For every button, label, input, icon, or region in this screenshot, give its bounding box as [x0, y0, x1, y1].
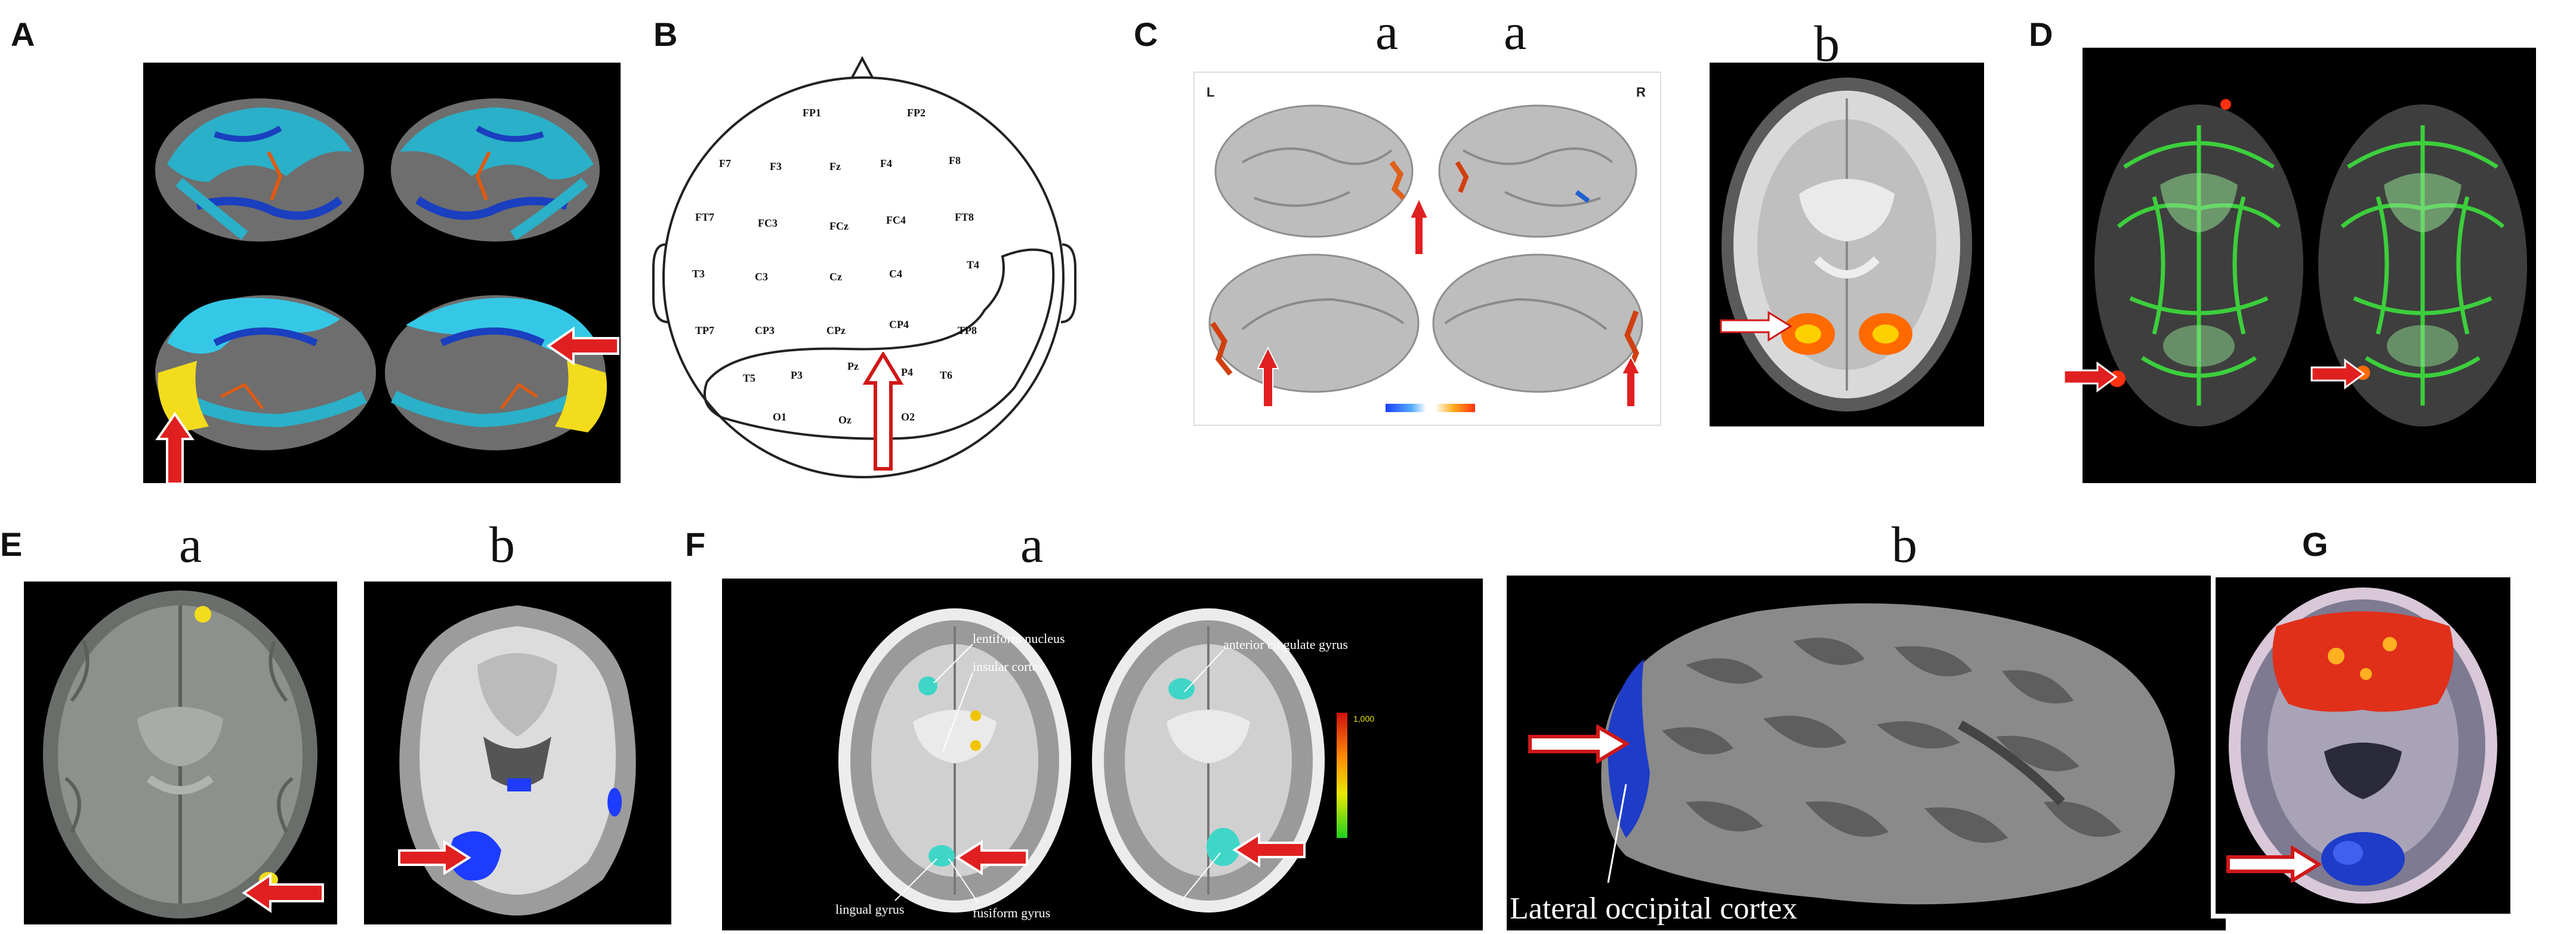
panel-label-c: C	[1134, 16, 1158, 53]
annotation-lingual-gyrus: lingual gyrus	[835, 902, 905, 917]
electrode-label-tp8: TP8	[958, 324, 977, 336]
activation-cluster	[1781, 313, 1912, 355]
panel-label-b: B	[653, 16, 678, 53]
electrode-label-oz: Oz	[838, 414, 852, 426]
electrode-label-t5: T5	[743, 372, 755, 384]
electrode-label-ft7: FT7	[695, 211, 714, 223]
activation-cluster	[449, 778, 622, 881]
arrow-icon	[155, 412, 195, 485]
electrode-label-o1: O1	[773, 411, 786, 423]
activation-cluster	[1608, 659, 1650, 838]
dti-slice-left	[2094, 99, 2303, 426]
electrode-label-f3: F3	[770, 160, 782, 172]
arrow-icon	[546, 326, 619, 366]
arrow-icon	[2226, 846, 2321, 883]
hemisphere-left-label: L	[1207, 85, 1214, 100]
panel-label-f: F	[685, 525, 706, 563]
electrode-label-fz: Fz	[829, 160, 841, 172]
dti-slice-right	[2318, 104, 2527, 426]
arrow-icon	[398, 840, 471, 876]
axial-slice-left	[838, 608, 1071, 913]
subpanel-label-e-a: a	[179, 516, 202, 573]
colorbar	[1337, 713, 1347, 838]
electrode-label-t3: T3	[692, 268, 705, 280]
arrow-icon	[2063, 361, 2118, 392]
electrode-label-o2: O2	[901, 411, 915, 423]
panel-g-axial-slice	[2211, 573, 2515, 918]
arrow-icon	[1621, 355, 1641, 407]
annotation-anterior-cingulate-gyrus: anterior cingulate gyrus	[1223, 637, 1348, 652]
electrode-label-f8: F8	[949, 154, 961, 166]
subpanel-label-c-a1: a	[1375, 3, 1399, 60]
arrow-icon	[1528, 725, 1629, 763]
subpanel-label-c-b: b	[1814, 15, 1840, 72]
panel-d-dti-slices	[2083, 48, 2536, 483]
electrode-label-t4: T4	[967, 259, 979, 271]
subpanel-label-f-b: b	[1892, 516, 1917, 573]
electrode-label-t6: T6	[940, 369, 952, 381]
electrode-label-cz: Cz	[829, 271, 842, 283]
subpanel-label-c-a2: a	[1504, 3, 1527, 60]
axial-slice-right	[1092, 608, 1325, 913]
arrow-icon	[1720, 311, 1793, 342]
electrode-label-fc3: FC3	[758, 217, 778, 229]
colorbar-max-label: 1,000	[1353, 714, 1374, 723]
panel-label-e: E	[0, 525, 23, 563]
subpanel-label-f-a: a	[1020, 516, 1044, 573]
annotation-lentiform-nucleus: lentiform nucleus	[973, 631, 1065, 646]
annotation-fusiform-gyrus: fusiform gyrus	[973, 905, 1050, 920]
panel-label-g: G	[2302, 525, 2328, 563]
panel-a-brain-surfaces	[143, 63, 621, 483]
panel-label-a: A	[11, 16, 35, 53]
panel-f-b-inflated-surface: Lateral occipital cortex	[1507, 576, 2226, 930]
arrow-icon	[862, 352, 904, 471]
electrode-label-pz: Pz	[847, 360, 859, 372]
panel-label-d: D	[2029, 16, 2053, 53]
arrow-icon	[955, 840, 1028, 876]
activation-cluster	[2321, 832, 2405, 886]
brain-surface-right-lateral	[391, 98, 600, 242]
colorbar	[1386, 404, 1475, 412]
brain-surface-left-medial	[155, 295, 376, 450]
electrode-label-tp7: TP7	[695, 324, 714, 336]
activation-cluster	[2272, 611, 2454, 712]
hemisphere-right-label: R	[1636, 85, 1646, 100]
subpanel-label-e-b: b	[489, 516, 515, 573]
electrode-label-cpz: CPz	[826, 324, 846, 336]
panel-f-a-axial-slices: 1,000 lentiform nucleus insular cortex a…	[722, 579, 1483, 930]
brain-surface-left-lateral	[155, 98, 364, 242]
annotation-insular-cortex: insular cortex	[973, 659, 1044, 674]
electrode-label-c3: C3	[755, 271, 768, 283]
arrow-icon	[242, 873, 324, 913]
electrode-label-ft8: FT8	[955, 211, 974, 223]
electrode-label-fc4: FC4	[886, 214, 906, 226]
electrode-label-fp1: FP1	[803, 107, 821, 119]
annotation-lateral-occipital-cortex: Lateral occipital cortex	[1510, 892, 1797, 926]
panel-c-b-axial-slice	[1710, 63, 1984, 426]
arrow-icon	[1257, 346, 1279, 407]
electrode-label-fcz: FCz	[829, 220, 849, 232]
electrode-label-f7: F7	[719, 157, 731, 169]
brain-surface-right-medial	[385, 295, 607, 450]
arrow-icon	[1409, 197, 1429, 255]
electrode-label-p4: P4	[901, 366, 913, 378]
arrow-icon	[2310, 358, 2365, 389]
panel-e-a-axial-slice	[24, 582, 337, 924]
electrode-label-fp2: FP2	[907, 107, 925, 119]
electrode-label-p3: P3	[791, 369, 803, 381]
electrode-label-f4: F4	[880, 157, 892, 169]
arrow-icon	[1232, 832, 1306, 868]
electrode-label-cp3: CP3	[755, 324, 775, 336]
panel-e-b-axial-slice	[364, 582, 671, 924]
electrode-label-cp4: CP4	[889, 318, 909, 330]
electrode-label-c4: C4	[889, 268, 902, 280]
